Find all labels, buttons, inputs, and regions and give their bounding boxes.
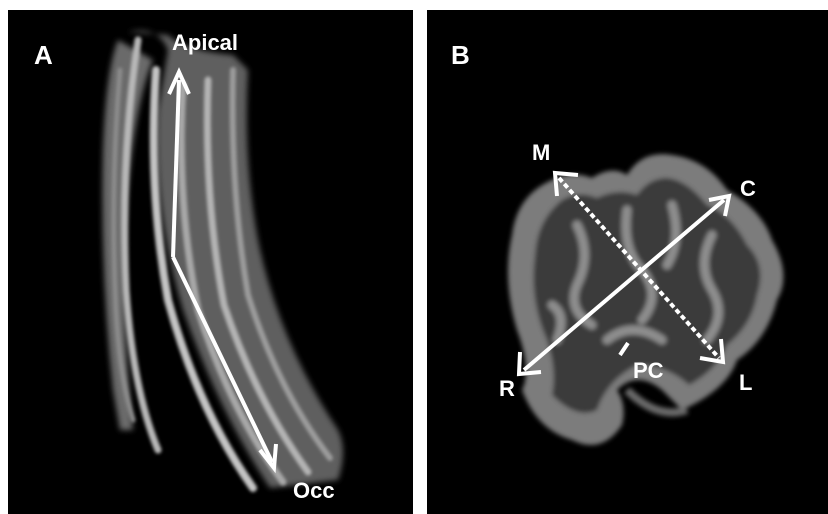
panel-b: B M C R L PC <box>427 10 828 514</box>
tooth-occlusal-image <box>427 10 828 514</box>
tooth-lateral-image <box>8 10 413 514</box>
l-label: L <box>739 372 752 394</box>
occ-label: Occ <box>293 480 335 502</box>
panel-a: A Apical Occ <box>8 10 413 514</box>
m-label: M <box>532 142 550 164</box>
r-label: R <box>499 378 515 400</box>
panel-b-letter: B <box>451 42 470 68</box>
c-label: C <box>740 178 756 200</box>
apical-label: Apical <box>172 32 238 54</box>
pc-label: PC <box>633 360 664 382</box>
panel-a-letter: A <box>34 42 53 68</box>
